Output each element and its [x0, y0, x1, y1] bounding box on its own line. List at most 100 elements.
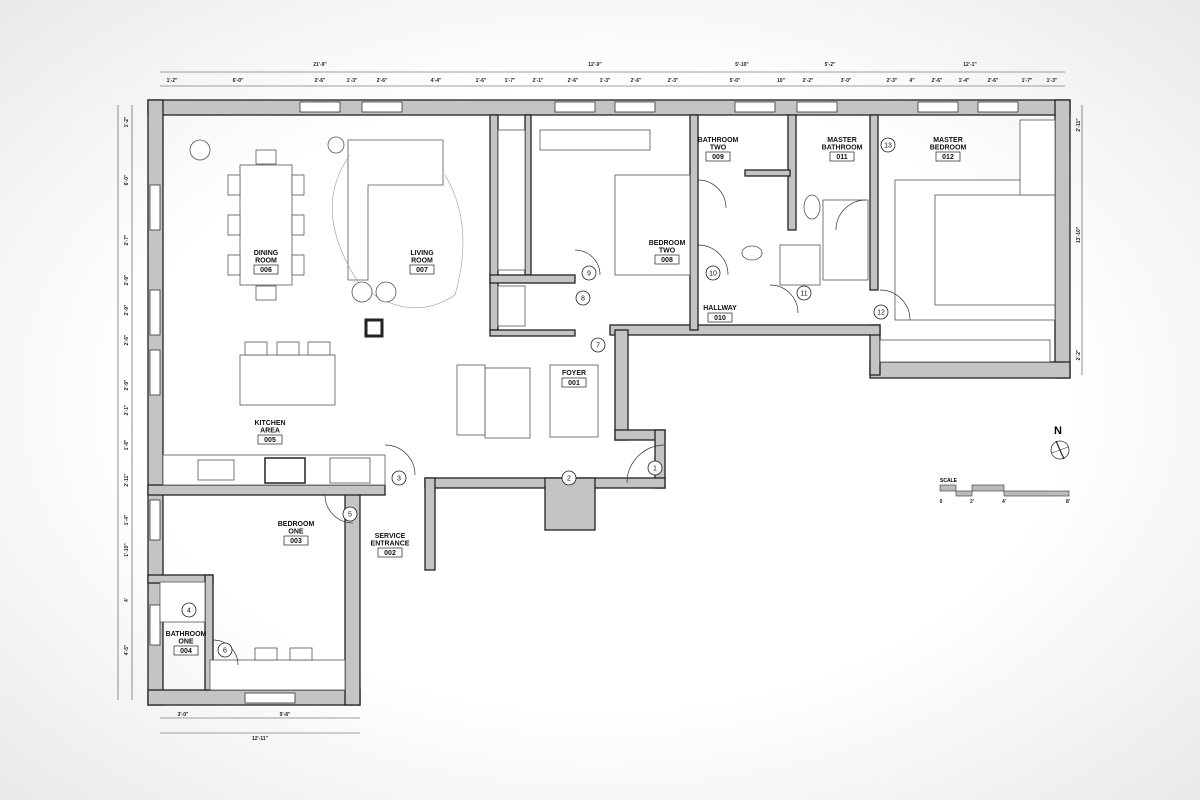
dim-text: 2'-11": [124, 473, 130, 487]
dim-text: 2'-9": [124, 379, 130, 390]
scale-tick: 4': [1002, 499, 1006, 505]
dim-text: 1'-2": [124, 116, 130, 127]
door-tag: 2: [561, 470, 577, 486]
top-dimensions: 21'-9" 12'-9" 5'-10" 5'-2" 12'-1" 1'-2"6…: [160, 62, 1065, 87]
scale-tick: 8': [1066, 499, 1070, 505]
room-number: 001: [568, 380, 580, 387]
dim-text: 1'-8": [124, 439, 130, 450]
door-tag-number: 9: [587, 271, 591, 278]
dim-text: 2'-6": [932, 78, 943, 84]
dim-text: 21'-9": [313, 62, 327, 68]
dim-text: 2'-11": [1076, 118, 1082, 132]
room-number: 012: [942, 154, 954, 161]
dim-text: 3'-0": [841, 78, 852, 84]
door-tag-number: 11: [800, 291, 807, 298]
dim-text: 1'-3": [347, 78, 358, 84]
north-label: N: [1054, 425, 1062, 437]
dim-text: 2'-6": [377, 78, 388, 84]
room-number: 007: [416, 267, 428, 274]
dim-text: 2'-6": [988, 78, 999, 84]
dim-text: 2'-7": [124, 234, 130, 245]
dim-text: 12'-1": [963, 62, 977, 68]
scale-tick: 2': [970, 499, 974, 505]
dim-text: 12'-11": [252, 736, 269, 742]
door-tag: 3: [391, 470, 407, 486]
room-name: FOYER: [562, 370, 586, 377]
room-number: 011: [836, 154, 847, 161]
door-tag-number: 13: [884, 143, 892, 150]
dim-text: 9'-8": [280, 712, 291, 718]
room-number: 006: [260, 267, 272, 274]
room-number: 009: [712, 154, 724, 161]
dim-text: 1'-7": [505, 78, 516, 84]
bottom-dimensions: 3'-0" 9'-8" 12'-11": [160, 712, 360, 742]
dim-text: 10": [777, 78, 786, 84]
dim-text: 4': [124, 598, 130, 602]
door-tag-number: 1: [653, 466, 657, 473]
dim-text: 1'-3": [1047, 78, 1058, 84]
dim-text: 6'-0": [233, 78, 244, 84]
room-name: HALLWAY: [703, 305, 737, 312]
dim-text: 1'-4": [124, 514, 130, 525]
dim-text: 4": [909, 78, 915, 84]
dim-text: 6'-0": [124, 174, 130, 185]
furniture: [159, 119, 1056, 691]
door-tag: 8: [575, 290, 591, 306]
room-number: 008: [661, 257, 673, 264]
dim-text: 2'-9": [124, 304, 130, 315]
dim-text: 1'-10": [124, 543, 130, 557]
dim-text: 2'-3": [887, 78, 898, 84]
dim-text: 4'-5": [124, 644, 130, 655]
dim-text: 5'-2": [825, 62, 836, 68]
dim-text: 2'-6": [124, 334, 130, 345]
dim-text: 4'-4": [431, 78, 442, 84]
dim-text: 1'-3": [600, 78, 611, 84]
door-tag-number: 10: [709, 271, 717, 278]
door-tag: 11: [796, 285, 812, 301]
room-number: 005: [264, 437, 276, 444]
door-tag-number: 6: [223, 648, 227, 655]
room-number: 003: [290, 538, 302, 545]
door-tag-number: 5: [348, 512, 352, 519]
right-dimensions: 2'-11" 13'-10" 2'-2": [1076, 105, 1083, 375]
door-tag: 4: [181, 602, 197, 618]
dim-text: 1'-4": [959, 78, 970, 84]
door-tag: 13: [880, 137, 896, 153]
dim-text: 5'-0": [730, 78, 741, 84]
door-tag: 12: [873, 304, 889, 320]
dim-text: 12'-9": [588, 62, 602, 68]
door-tag: 10: [705, 265, 721, 281]
dim-text: 2'-2": [803, 78, 814, 84]
door-tag-number: 3: [397, 476, 401, 483]
room-number: 002: [384, 550, 396, 557]
room-number: 004: [180, 648, 192, 655]
door-tag: 9: [581, 265, 597, 281]
dim-text: 2'-6": [568, 78, 579, 84]
dim-text: 2'-3": [668, 78, 679, 84]
scale-label: SCALE: [940, 478, 958, 484]
door-tag-number: 4: [187, 608, 191, 615]
dim-text: 2'-2": [1076, 349, 1082, 360]
door-tag: 1: [647, 460, 663, 476]
door-tag: 7: [590, 337, 606, 353]
dim-text: 3'-0": [178, 712, 189, 718]
door-tag-number: 12: [877, 310, 885, 317]
